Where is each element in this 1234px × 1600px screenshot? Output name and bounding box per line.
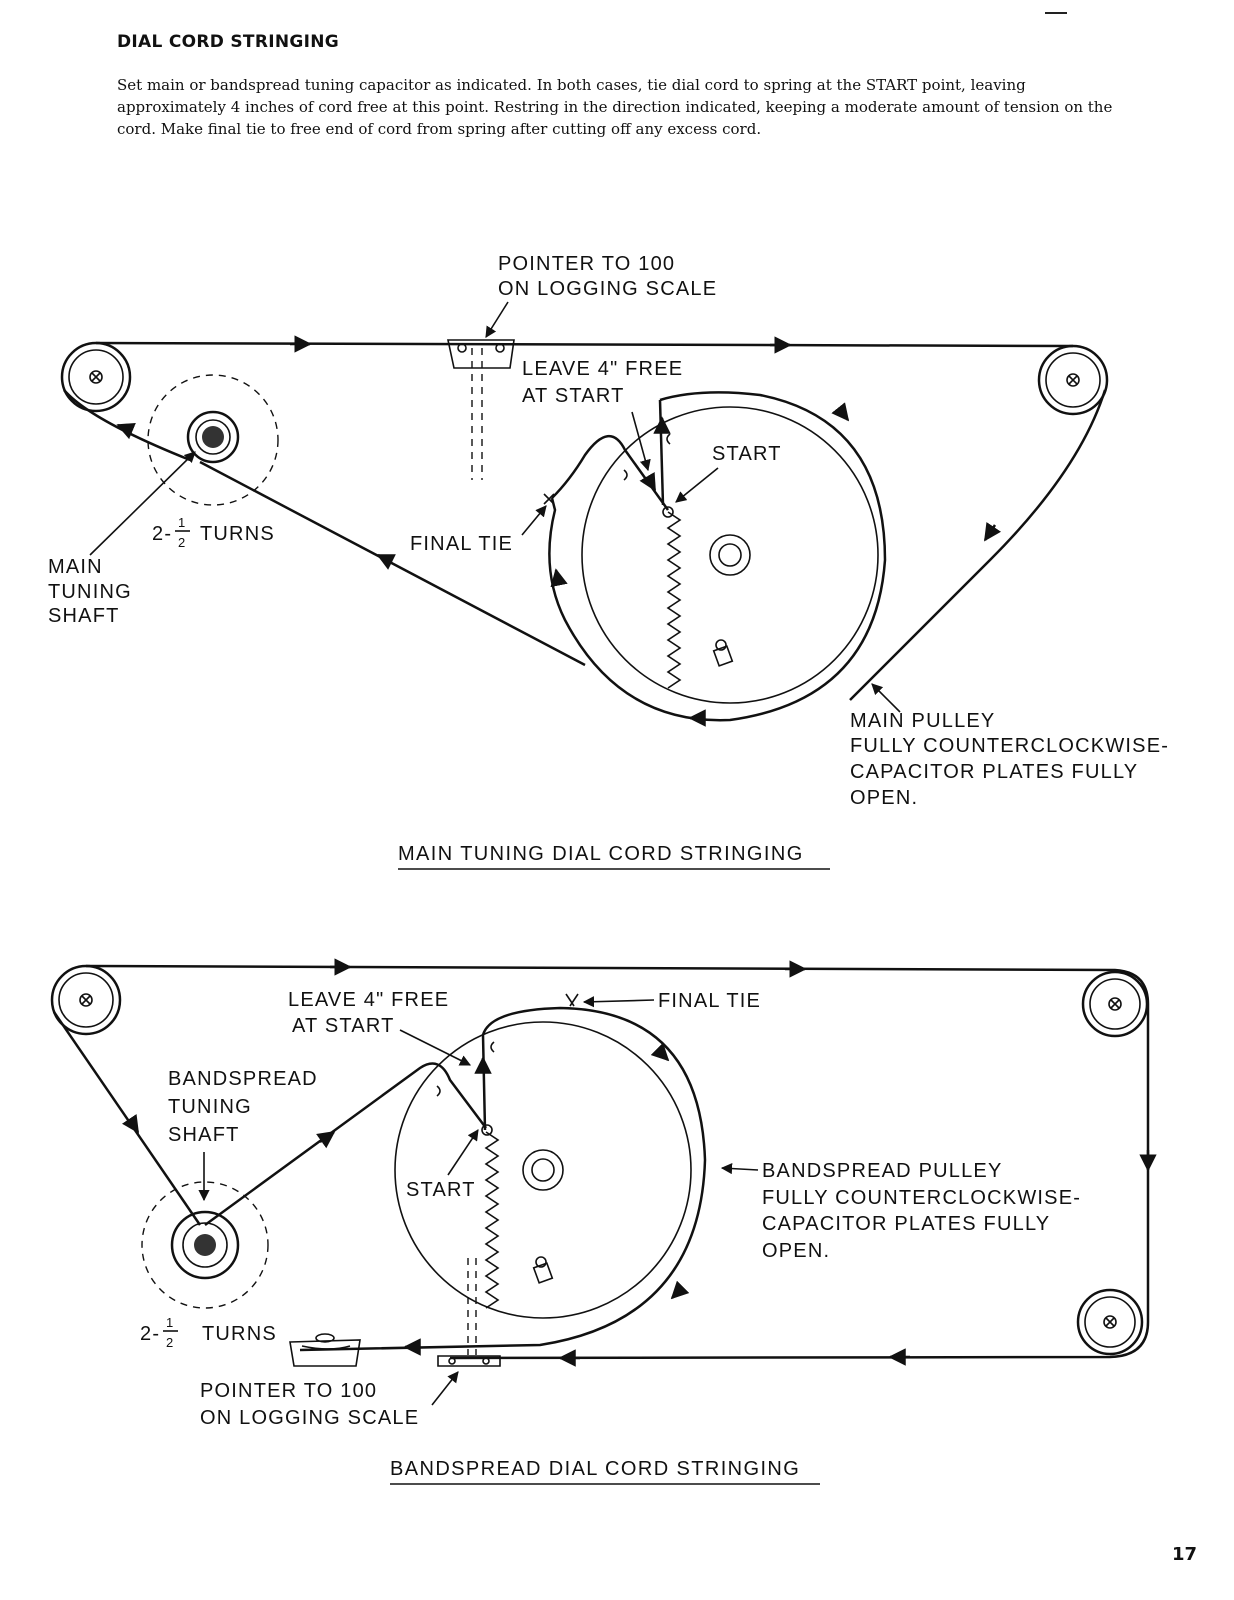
- bandspread-pulley-label-line2: FULLY COUNTERCLOCKWISE-: [762, 1187, 1081, 1209]
- main-tuning-diagram: [60, 335, 1109, 727]
- bandspread-cord-left-to-shaft: [52, 1011, 202, 1226]
- bandspread-start-label: START: [406, 1179, 476, 1201]
- bandspread-leave-free-line2: AT START: [292, 1015, 395, 1037]
- main-pointer-label-line1: POINTER TO 100: [498, 253, 675, 275]
- main-shaft-label-line2: TUNING: [48, 581, 132, 603]
- main-pulley-label-line3: CAPACITOR PLATES FULLY: [850, 761, 1138, 783]
- bandspread-pulley: [299, 993, 707, 1356]
- bandspread-cord-outer-loop: [85, 964, 1150, 1360]
- instructions-paragraph: Set main or bandspread tuning capacitor …: [117, 76, 1113, 138]
- main-turns-word: TURNS: [200, 523, 275, 545]
- main-right-idler-pulley: [1037, 344, 1109, 416]
- bandspread-right-upper-idler-pulley: [1081, 970, 1149, 1038]
- bandspread-right-lower-idler-pulley: [1076, 1288, 1144, 1356]
- bandspread-shaft-label-line1: BANDSPREAD: [168, 1068, 318, 1090]
- bandspread-dial-pointer: [437, 1258, 501, 1367]
- main-pulley-label-line1: MAIN PULLEY: [850, 710, 995, 732]
- main-pulley-label-line4: OPEN.: [850, 787, 918, 809]
- main-left-idler-pulley: [60, 341, 132, 413]
- bandspread-pulley-label-line3: CAPACITOR PLATES FULLY: [762, 1213, 1050, 1235]
- main-cord-top-run: [95, 341, 1074, 348]
- main-start-label: START: [712, 443, 782, 465]
- bandspread-final-tie-label: FINAL TIE: [658, 990, 761, 1012]
- bandspread-turns-label: 2- 1 2 TURNS: [140, 1315, 277, 1350]
- page-number: 17: [1172, 1544, 1198, 1565]
- main-cord-right-diagonal: [849, 389, 1107, 701]
- bandspread-tuning-shaft: [141, 1181, 269, 1309]
- main-cord-shaft-to-pulley: [199, 460, 586, 667]
- main-shaft-label-line3: SHAFT: [48, 605, 120, 627]
- main-diagram-caption: MAIN TUNING DIAL CORD STRINGING: [398, 843, 804, 865]
- bandspread-shaft-label-line3: SHAFT: [168, 1124, 240, 1146]
- main-tuning-shaft: [147, 374, 279, 506]
- bandspread-leave-free-line1: LEAVE 4" FREE: [288, 989, 449, 1011]
- main-cord-left-to-shaft: [63, 389, 191, 462]
- bandspread-diagram: [50, 958, 1157, 1367]
- main-turns-numerator: 1: [178, 515, 186, 530]
- section-heading: DIAL CORD STRINGING: [117, 32, 340, 52]
- top-edge-mark: [1045, 12, 1067, 14]
- bandspread-pointer-label-line2: ON LOGGING SCALE: [200, 1407, 419, 1429]
- main-pulley: [543, 391, 887, 727]
- main-dial-pointer: [447, 339, 515, 480]
- main-turns-prefix: 2-: [152, 523, 172, 545]
- bandspread-turns-denominator: 2: [166, 1335, 174, 1350]
- main-pulley-label-line2: FULLY COUNTERCLOCKWISE-: [850, 735, 1169, 757]
- main-leave-free-line2: AT START: [522, 385, 625, 407]
- bandspread-turns-numerator: 1: [166, 1315, 174, 1330]
- bandspread-diagram-caption: BANDSPREAD DIAL CORD STRINGING: [390, 1458, 800, 1480]
- main-turns-denominator: 2: [178, 535, 186, 550]
- bandspread-pulley-label-line1: BANDSPREAD PULLEY: [762, 1160, 1002, 1182]
- bandspread-pulley-label-line4: OPEN.: [762, 1240, 830, 1262]
- main-turns-label: 2- 1 2 TURNS: [152, 515, 275, 550]
- bandspread-shaft-label-line2: TUNING: [168, 1096, 252, 1118]
- bandspread-pointer-label-line1: POINTER TO 100: [200, 1380, 377, 1402]
- bandspread-turns-word: TURNS: [202, 1323, 277, 1345]
- main-leave-free-line1: LEAVE 4" FREE: [522, 358, 683, 380]
- main-shaft-label-line1: MAIN: [48, 556, 103, 578]
- bandspread-cord-drum: [289, 1333, 361, 1367]
- bandspread-turns-prefix: 2-: [140, 1323, 160, 1345]
- bandspread-cord-shaft-to-pulley: [204, 1062, 487, 1227]
- main-pointer-label-line2: ON LOGGING SCALE: [498, 278, 717, 300]
- main-final-tie-label: FINAL TIE: [410, 533, 513, 555]
